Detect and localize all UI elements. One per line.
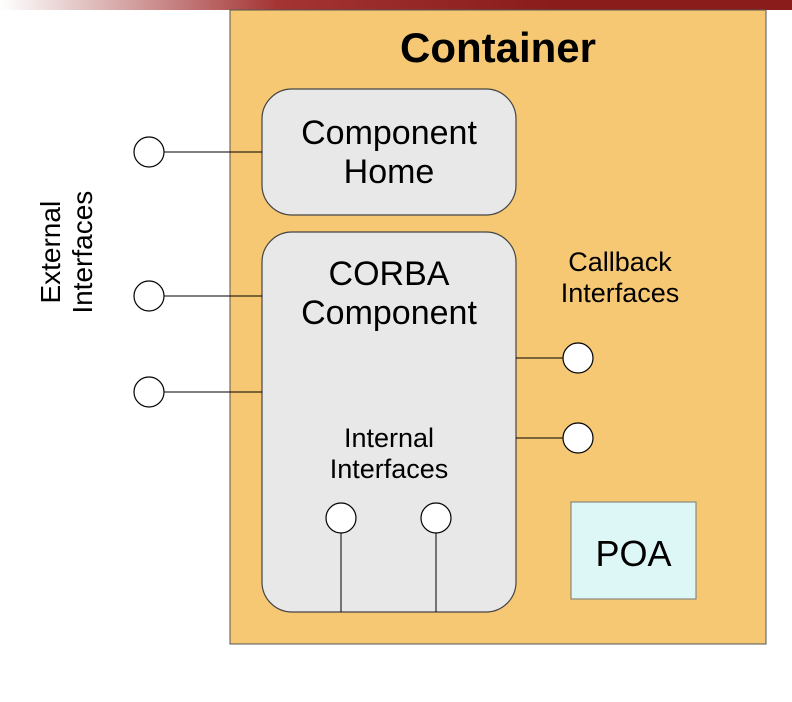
external-interfaces-label: External Interfaces: [35, 147, 99, 357]
poa-box: [570, 501, 697, 600]
callback-interfaces-label-line1: Callback: [568, 247, 672, 277]
internal-interface-port-1: [325, 502, 357, 534]
external-interfaces-label-line1: External: [34, 200, 66, 304]
external-interface-port-1: [133, 136, 165, 168]
corba-component-label-line1: CORBA: [328, 255, 450, 293]
external-interface-port-2: [133, 280, 165, 312]
internal-interface-port-2: [420, 502, 452, 534]
poa-label: POA: [595, 533, 672, 574]
component-home-label: Component Home: [262, 114, 516, 192]
external-interface-port-3: [133, 376, 165, 408]
callback-interfaces-label-line2: Interfaces: [560, 278, 680, 309]
callback-interface-port-2: [562, 422, 594, 454]
component-home-label-line2: Home: [343, 153, 435, 192]
corba-component-label: CORBA Component: [262, 255, 516, 333]
internal-interfaces-label: Internal Interfaces: [262, 423, 516, 485]
corba-component-label-line2: Component: [301, 294, 477, 333]
callback-interface-port-1: [562, 342, 594, 374]
internal-interfaces-label-line2: Interfaces: [329, 454, 449, 485]
callback-interfaces-label: Callback Interfaces: [540, 247, 700, 309]
header-bar: [0, 0, 792, 10]
component-home-label-line1: Component: [301, 114, 477, 152]
internal-interfaces-label-line1: Internal: [343, 423, 435, 453]
external-interfaces-label-line2: Interfaces: [67, 190, 98, 314]
container-title: Container: [399, 24, 596, 71]
